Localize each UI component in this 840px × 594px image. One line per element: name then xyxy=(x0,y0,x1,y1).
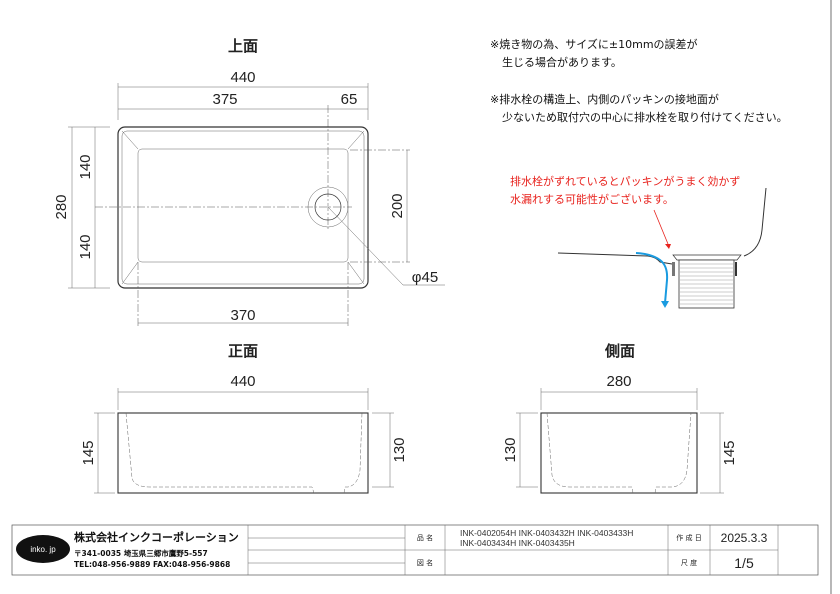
top-view: 上面 440 375 65 280 140 140 200 xyxy=(53,37,445,326)
dim-top-depth: 280 xyxy=(53,194,70,219)
note-1-line-1: ※焼き物の為、サイズに±10mmの誤差が xyxy=(490,37,698,51)
company-logo xyxy=(16,535,70,563)
side-view: 側面 280 130 145 xyxy=(502,342,738,494)
dim-side-width: 280 xyxy=(606,373,631,390)
date-value: 2025.3.3 xyxy=(721,531,768,545)
product-label: 品 名 xyxy=(417,533,433,542)
dim-drain-diameter: φ45 xyxy=(412,269,438,286)
title-block: inko. jp 株式会社インクコーポレーション 〒341-0035 埼玉県三郷… xyxy=(11,524,819,576)
dim-side-inner-height: 130 xyxy=(502,437,519,462)
dim-top-half-a: 140 xyxy=(77,154,94,179)
dim-top-half-b: 140 xyxy=(77,234,94,259)
product-line-1: INK-0402054H INK-0403432H INK-0403433H xyxy=(460,528,633,538)
product-line-2: INK-0403434H INK-0403435H xyxy=(460,538,575,548)
front-view: 正面 440 145 130 xyxy=(80,342,408,494)
note-2-line-2: 少ないため取付穴の中心に排水栓を取り付けてください。 xyxy=(502,110,788,124)
drawing-label: 図 名 xyxy=(417,558,433,567)
dim-side-outer-height: 145 xyxy=(721,440,738,465)
dim-inner-depth: 200 xyxy=(389,193,406,218)
dim-front-outer-height: 145 xyxy=(80,440,97,465)
dim-front-inner-height: 130 xyxy=(391,437,408,462)
note-2-line-1: ※排水栓の構造上、内側のパッキンの接地面が xyxy=(490,92,719,106)
dim-inner-width: 370 xyxy=(230,307,255,324)
scale-label: 尺 度 xyxy=(681,558,697,567)
dim-top-width: 440 xyxy=(230,69,255,86)
warning-line-2: 水漏れする可能性がございます。 xyxy=(510,192,674,206)
warning-line-1: 排水栓がずれているとパッキンがうまく効かず xyxy=(510,174,740,188)
company-contact: TEL:048-956-9889 FAX:048-956-9868 xyxy=(74,560,230,569)
water-flow-arrow xyxy=(635,252,669,304)
dim-drain-offset-a: 375 xyxy=(212,91,237,108)
company-address: 〒341-0035 埼玉県三郷市鷹野5-557 xyxy=(74,548,208,558)
logo-text: inko. jp xyxy=(30,545,56,554)
dim-front-width: 440 xyxy=(230,373,255,390)
side-view-title: 側面 xyxy=(604,342,635,360)
top-view-title: 上面 xyxy=(228,37,258,55)
scale-value: 1/5 xyxy=(734,555,754,571)
warning-arrow xyxy=(653,209,669,245)
dim-drain-offset-b: 65 xyxy=(341,91,358,108)
notes: ※焼き物の為、サイズに±10mmの誤差が 生じる場合があります。 ※排水栓の構造… xyxy=(490,37,788,206)
note-1-line-2: 生じる場合があります。 xyxy=(502,55,622,69)
company-name: 株式会社インクコーポレーション xyxy=(74,530,239,544)
drain-detail xyxy=(557,187,767,309)
date-label: 作 成 日 xyxy=(676,533,701,542)
front-view-title: 正面 xyxy=(228,342,258,360)
